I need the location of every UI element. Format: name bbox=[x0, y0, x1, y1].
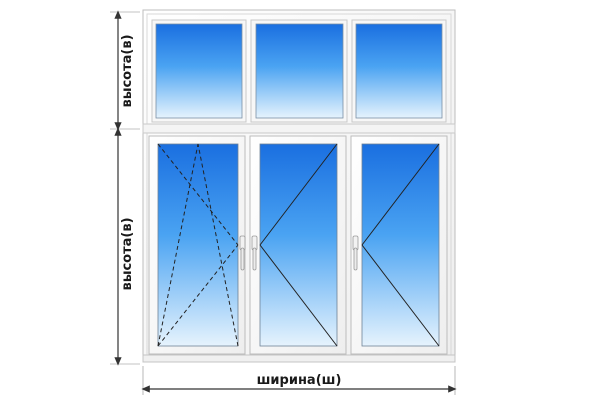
top-height-label: высота(в) bbox=[120, 34, 135, 107]
sash-middle-turn bbox=[249, 135, 347, 355]
opening-line-tilt bbox=[197, 143, 239, 347]
opening-line-turn bbox=[361, 143, 440, 246]
handle-icon bbox=[352, 235, 359, 271]
opening-line-turn bbox=[157, 244, 239, 347]
transom-pane-right bbox=[351, 19, 447, 123]
opening-line-turn bbox=[259, 143, 338, 246]
sash-right-turn bbox=[350, 135, 448, 355]
opening-line-turn bbox=[259, 244, 338, 347]
handle-icon bbox=[239, 235, 246, 271]
glass-pane bbox=[255, 23, 344, 119]
bottom-height-label: высота(в) bbox=[120, 217, 135, 290]
opening-line-turn bbox=[157, 143, 239, 246]
glass-pane bbox=[259, 143, 338, 347]
frame-sill bbox=[142, 354, 456, 363]
opening-line-tilt bbox=[157, 143, 199, 347]
dimension-bottom-height: высота(в) bbox=[110, 127, 140, 366]
transom-pane-left bbox=[151, 19, 247, 123]
dimension-top-height: высота(в) bbox=[110, 10, 140, 131]
transom-panes bbox=[151, 19, 447, 123]
glass-pane bbox=[355, 23, 443, 119]
transom-pane-middle bbox=[250, 19, 348, 123]
transom-bar bbox=[142, 123, 456, 134]
sash-left-tilt-turn bbox=[148, 135, 246, 355]
glass-pane bbox=[157, 143, 239, 347]
glass-pane bbox=[155, 23, 243, 119]
opening-line-turn bbox=[361, 244, 440, 347]
width-label: ширина(ш) bbox=[257, 373, 342, 388]
dimension-width: ширина(ш) bbox=[141, 366, 457, 395]
glass-pane bbox=[361, 143, 440, 347]
handle-icon bbox=[251, 235, 258, 271]
